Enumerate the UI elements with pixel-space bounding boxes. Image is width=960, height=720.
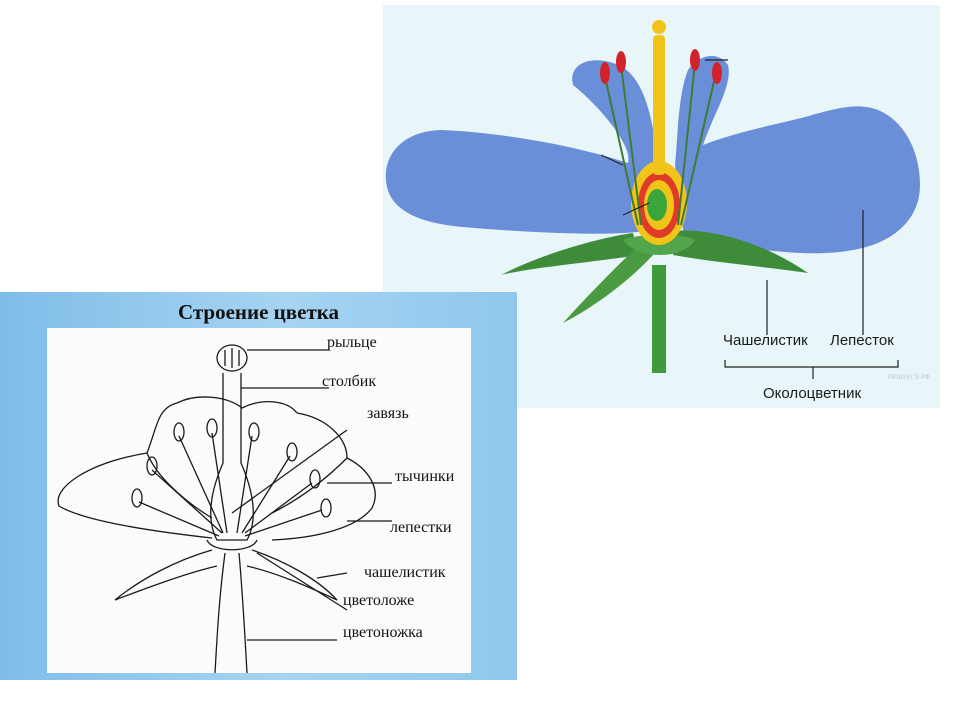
label-perianth: Околоцветник	[763, 385, 862, 402]
label-pedicel: цветоножка	[343, 624, 423, 641]
label-receptacle: цветоложе	[343, 592, 415, 609]
label-petal: Лепесток	[830, 332, 894, 349]
anther-3	[690, 49, 700, 71]
sketch-flower-panel: Строение цветка	[0, 292, 517, 680]
ovule	[647, 189, 667, 221]
pointer-stamen	[600, 154, 624, 166]
sketch-pedicel	[214, 552, 248, 673]
sketch-filament-2	[178, 435, 224, 534]
sketch-filament-8	[138, 501, 220, 537]
sketch-sepal-right	[246, 549, 338, 601]
sepal-right	[673, 230, 808, 273]
leader-sepal	[316, 572, 348, 579]
filament-2	[620, 64, 642, 226]
sepal-left	[501, 233, 638, 275]
sketch-style	[210, 373, 254, 541]
label-ovary: завязь	[367, 405, 409, 422]
left-petal	[385, 60, 658, 234]
leader-ovary	[231, 429, 348, 514]
stigma	[652, 20, 666, 34]
sketch-stigma-lines	[224, 348, 240, 368]
label-stamens: тычинки	[395, 468, 455, 485]
anther-4	[712, 62, 722, 84]
filament-1	[604, 76, 639, 226]
sketch-filament-4	[236, 435, 253, 534]
colored-flower-illustration	[385, 20, 920, 379]
sepal-left-2	[563, 243, 653, 323]
sketch-anther-3	[206, 418, 218, 438]
sketch-anther-6	[309, 469, 321, 489]
filament-3	[677, 62, 696, 226]
pedicel	[652, 265, 666, 373]
sketch-filament-5	[241, 455, 291, 534]
sketch-anther-5	[286, 442, 298, 462]
perianth-bracket	[724, 360, 899, 368]
sketch-petal-right	[271, 412, 376, 541]
sketch-anther-2	[173, 422, 185, 442]
diagram-title: Строение цветка	[177, 300, 340, 324]
anther-2	[616, 51, 626, 73]
sketch-receptacle	[206, 539, 258, 551]
sketch-filament-3	[211, 432, 228, 534]
filament-4	[680, 76, 716, 226]
anther-1	[600, 62, 610, 84]
label-sepal: чашелистик	[364, 564, 446, 581]
sketch-card: рыльце столбик завязь тычинки лепестки ч…	[47, 328, 471, 673]
sketch-anther-8	[131, 488, 143, 508]
label-style: столбик	[322, 373, 377, 390]
pointer-ovule	[622, 202, 650, 216]
style	[653, 35, 665, 175]
right-petal	[675, 55, 920, 254]
sketch-anther-7	[320, 498, 332, 518]
label-petals: лепестки	[390, 519, 452, 536]
sketch-filament-6	[244, 482, 313, 534]
sketch-flower-illustration	[57, 344, 392, 673]
watermark: РЕШУЕГЭ.РФ	[888, 375, 931, 381]
label-stigma: рыльце	[327, 334, 377, 351]
sketch-petal-center	[176, 396, 298, 414]
sketch-anther-1	[146, 456, 158, 476]
sketch-filament-1	[151, 469, 223, 534]
sketch-petal-left	[57, 402, 213, 539]
leader-receptacle	[256, 552, 348, 611]
sketch-filament-7	[244, 509, 323, 537]
sketch-sepal-left	[114, 549, 218, 601]
sketch-stigma	[216, 344, 248, 372]
label-sepal: Чашелистик	[723, 332, 808, 349]
sketch-anther-4	[248, 422, 260, 442]
